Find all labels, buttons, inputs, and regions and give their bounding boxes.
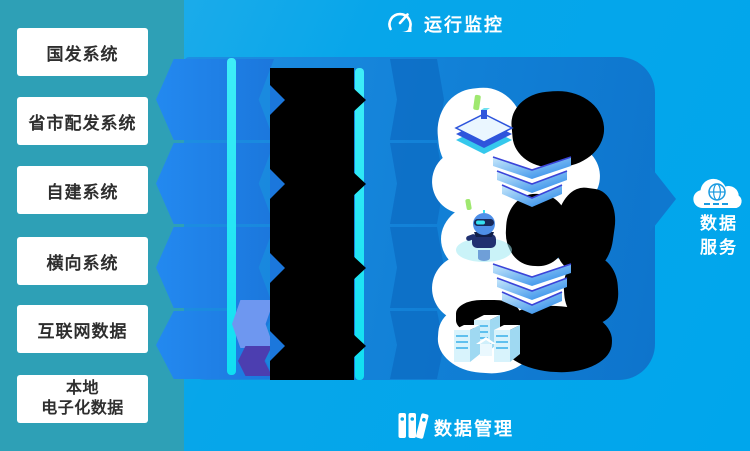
panel-output-arrow <box>650 166 676 232</box>
data-flow-arrow-left <box>156 143 274 224</box>
gauge-icon <box>388 12 412 32</box>
source-box-provincial: 省市配发系统 <box>17 97 148 145</box>
data-flow-arrow-left <box>156 227 274 308</box>
source-box-label: 省市配发系统 <box>28 113 137 133</box>
data-flow-arrow-right <box>390 311 444 379</box>
monitor-title: 运行监控 <box>424 15 504 35</box>
source-box-internet: 互联网数据 <box>17 305 148 353</box>
servers-icon <box>454 315 520 362</box>
source-box-label: 横向系统 <box>46 253 119 273</box>
source-box-label: 互联网数据 <box>37 321 128 341</box>
data-service-title: 数据 服务 <box>691 212 747 260</box>
layers-funnel-icon <box>492 156 572 207</box>
data-bus-line <box>227 58 236 375</box>
data-service-line1: 数据 <box>700 214 738 233</box>
source-box-national: 国发系统 <box>17 28 148 76</box>
source-box-label: 本地 <box>65 380 99 397</box>
robot-icon <box>456 210 512 262</box>
data-service-line2: 服务 <box>700 238 738 257</box>
source-box-label: 国发系统 <box>46 44 119 64</box>
source-box-horizontal: 横向系统 <box>17 237 148 285</box>
source-box-label: 电子化数据 <box>41 400 124 417</box>
cloud-globe-icon <box>693 178 742 208</box>
chip-icon <box>454 108 514 154</box>
redacted-column <box>270 68 354 380</box>
data-management-title: 数据管理 <box>434 419 514 439</box>
source-box-local: 本地 电子化数据 <box>17 375 148 423</box>
binders-icon <box>398 413 429 439</box>
source-box-label: 自建系统 <box>46 182 119 202</box>
source-box-selfbuilt: 自建系统 <box>17 166 148 214</box>
layers-funnel-icon <box>492 263 572 314</box>
data-bus-line <box>355 68 364 380</box>
data-flow-arrow-right <box>390 59 444 140</box>
data-flow-arrow-left <box>156 59 274 140</box>
